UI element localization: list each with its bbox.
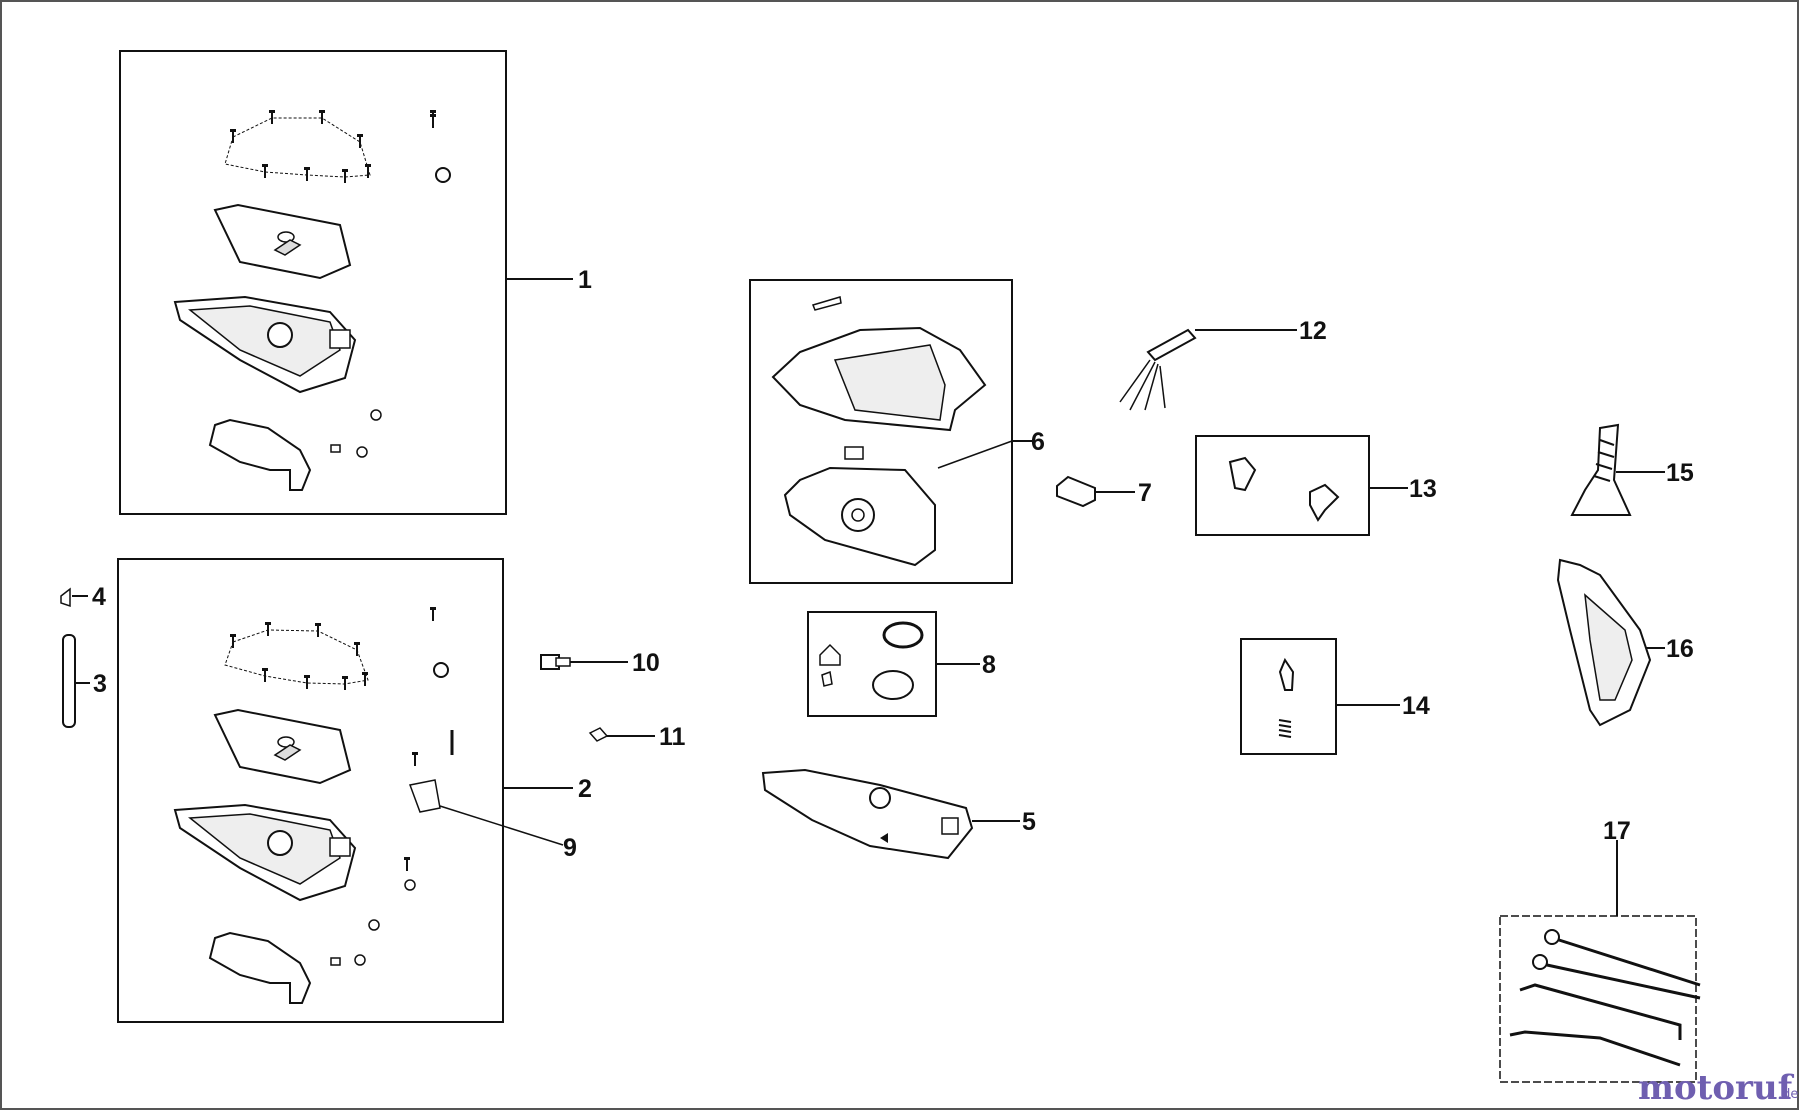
part-17-group: 17 xyxy=(1499,817,1701,1083)
callout-5: 5 xyxy=(1022,808,1036,836)
watermark-tld: .de xyxy=(1778,1087,1798,1102)
callout-4: 4 xyxy=(92,583,106,611)
part-10: 10 xyxy=(540,649,660,677)
part-8-group: 8 xyxy=(807,611,996,717)
screw-ring xyxy=(224,109,372,184)
callout-2: 2 xyxy=(578,775,592,803)
callout-14: 14 xyxy=(1402,692,1430,720)
part-5: 5 xyxy=(761,768,1036,860)
part-1-group: 1 xyxy=(119,50,592,515)
callout-11: 11 xyxy=(659,723,686,751)
part-11: 11 xyxy=(588,723,686,751)
callout-9: 9 xyxy=(563,834,577,862)
callout-7: 7 xyxy=(1138,479,1152,507)
watermark-brand: motoruf xyxy=(1638,1068,1795,1108)
callout-15: 15 xyxy=(1666,459,1694,487)
callout-16: 16 xyxy=(1666,635,1694,663)
callout-6: 6 xyxy=(1031,428,1045,456)
part-12: 12 xyxy=(1119,317,1327,411)
callout-17: 17 xyxy=(1603,817,1631,845)
part-6-group: 6 xyxy=(749,279,1045,584)
part-3-hose: 3 xyxy=(62,634,107,728)
part-13-group: 13 xyxy=(1195,435,1437,536)
callout-1: 1 xyxy=(578,266,592,294)
callout-3: 3 xyxy=(93,670,107,698)
watermark-logo: motoruf .de xyxy=(1638,1068,1798,1108)
callout-13: 13 xyxy=(1409,475,1437,503)
callout-10: 10 xyxy=(632,649,660,677)
part-16: 16 xyxy=(1556,558,1694,727)
part-2-group: 2 9 xyxy=(117,558,592,1023)
part-14-group: 14 xyxy=(1240,638,1430,755)
part-4: 4 xyxy=(60,583,106,611)
heating-element xyxy=(208,418,312,491)
part-15: 15 xyxy=(1570,423,1694,516)
callout-8: 8 xyxy=(982,651,996,679)
part-7: 7 xyxy=(1056,475,1152,508)
callout-12: 12 xyxy=(1299,317,1327,345)
